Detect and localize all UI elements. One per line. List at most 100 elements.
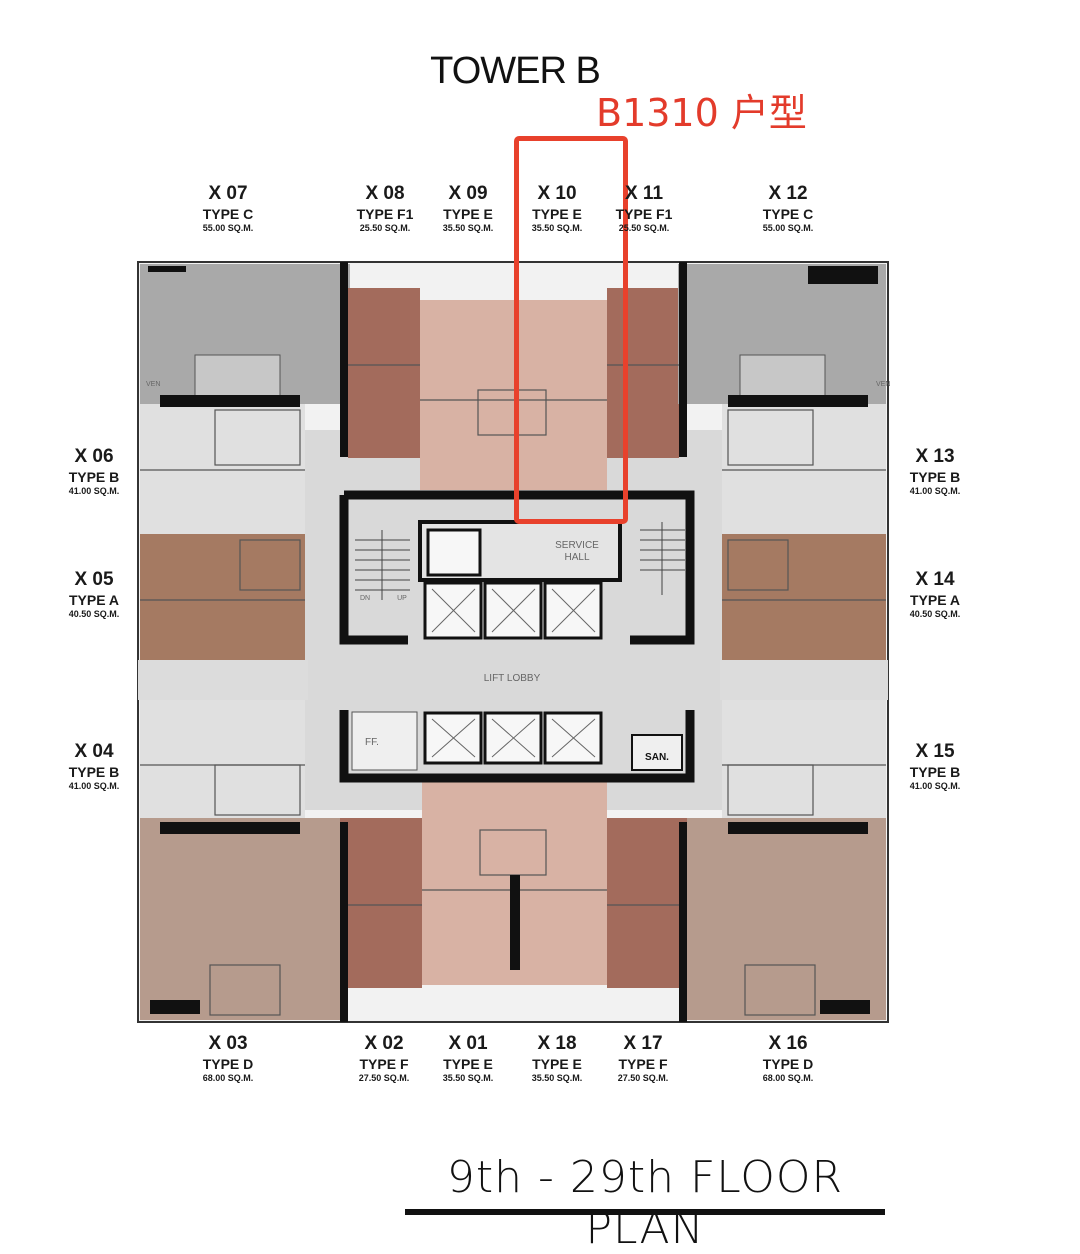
unit-area: 41.00 SQ.M. <box>909 485 961 496</box>
unit-label-x16: X 16 TYPE D 68.00 SQ.M. <box>728 1034 848 1083</box>
unit-x16[interactable] <box>687 818 886 1020</box>
stair-up-label-left: UP <box>397 595 407 602</box>
unit-area: 55.00 SQ.M. <box>202 222 254 233</box>
unit-label-x12: X 12 TYPE C 55.00 SQ.M. <box>728 184 848 233</box>
unit-x03[interactable] <box>140 818 340 1020</box>
unit-label-x11: X 11 TYPE F1 25.50 SQ.M. <box>584 184 704 233</box>
unit-area: 68.00 SQ.M. <box>762 1072 814 1083</box>
san-label: SAN. <box>645 752 669 763</box>
unit-area: 25.50 SQ.M. <box>618 222 670 233</box>
unit-code: X 16 <box>768 1033 808 1054</box>
highlight-box-x10 <box>514 136 628 524</box>
ven-label-left: VEN <box>146 381 160 388</box>
unit-type: TYPE D <box>762 1055 814 1072</box>
unit-code: X 02 <box>364 1033 404 1054</box>
unit-label-x04: X 04 TYPE B 41.00 SQ.M. <box>34 742 154 791</box>
unit-type: TYPE B <box>909 468 961 485</box>
unit-type: TYPE E <box>443 205 493 222</box>
unit-code: X 17 <box>623 1033 663 1054</box>
unit-x14[interactable] <box>722 534 886 660</box>
unit-code: X 15 <box>915 741 955 762</box>
unit-label-x01: X 01 TYPE E 35.50 SQ.M. <box>408 1034 528 1083</box>
unit-code: X 08 <box>365 183 405 204</box>
unit-x02[interactable] <box>340 818 422 988</box>
unit-type: TYPE F <box>618 1055 668 1072</box>
unit-area: 41.00 SQ.M. <box>68 780 120 791</box>
unit-code: X 07 <box>208 183 248 204</box>
structural-walls <box>148 262 878 1022</box>
unit-area: 68.00 SQ.M. <box>202 1072 254 1083</box>
unit-area: 35.50 SQ.M. <box>442 222 494 233</box>
unit-type: TYPE F1 <box>356 205 414 222</box>
unit-type: TYPE E <box>532 205 582 222</box>
unit-label-x02: X 02 TYPE F 27.50 SQ.M. <box>324 1034 444 1083</box>
san-room <box>631 734 683 771</box>
unit-x07-wet <box>194 354 281 401</box>
unit-type: TYPE A <box>909 591 961 608</box>
unit-x06[interactable] <box>140 404 305 534</box>
unit-type: TYPE B <box>68 763 120 780</box>
unit-type: TYPE E <box>443 1055 493 1072</box>
unit-code: X 01 <box>448 1033 488 1054</box>
corridor-left <box>138 660 308 700</box>
unit-area: 40.50 SQ.M. <box>68 608 120 619</box>
unit-label-x13: X 13 TYPE B 41.00 SQ.M. <box>875 447 995 496</box>
unit-label-x10: X 10 TYPE E 35.50 SQ.M. <box>497 184 617 233</box>
unit-type: TYPE B <box>909 763 961 780</box>
unit-code: X 18 <box>537 1033 577 1054</box>
unit-type: TYPE A <box>68 591 120 608</box>
corridor-right <box>720 660 888 700</box>
ven-label-right: VEN <box>876 381 890 388</box>
unit-x05[interactable] <box>140 534 305 660</box>
unit-code: X 12 <box>768 183 808 204</box>
unit-type: TYPE C <box>202 205 254 222</box>
unit-area: 35.50 SQ.M. <box>442 1072 494 1083</box>
unit-type: TYPE C <box>762 205 814 222</box>
unit-label-x08: X 08 TYPE F1 25.50 SQ.M. <box>325 184 445 233</box>
unit-x12-wet <box>739 354 826 401</box>
unit-x08[interactable] <box>348 288 420 458</box>
unit-label-x03: X 03 TYPE D 68.00 SQ.M. <box>168 1034 288 1083</box>
unit-type: TYPE F1 <box>615 205 673 222</box>
unit-x11[interactable] <box>607 288 679 458</box>
unit-label-x05: X 05 TYPE A 40.50 SQ.M. <box>34 570 154 619</box>
unit-label-x14: X 14 TYPE A 40.50 SQ.M. <box>875 570 995 619</box>
ff-label: FF. <box>365 737 379 748</box>
unit-area: 27.50 SQ.M. <box>358 1072 410 1083</box>
tower-title: TOWER B <box>430 50 601 92</box>
unit-area: 35.50 SQ.M. <box>531 222 583 233</box>
unit-label-x07: X 07 TYPE C 55.00 SQ.M. <box>168 184 288 233</box>
unit-code: X 06 <box>74 446 114 467</box>
unit-label-x15: X 15 TYPE B 41.00 SQ.M. <box>875 742 995 791</box>
unit-label-x17: X 17 TYPE F 27.50 SQ.M. <box>583 1034 703 1083</box>
unit-area: 41.00 SQ.M. <box>909 780 961 791</box>
floor-title-underline <box>405 1209 885 1215</box>
unit-type: TYPE E <box>532 1055 582 1072</box>
unit-label-x06: X 06 TYPE B 41.00 SQ.M. <box>34 447 154 496</box>
lift-lobby-label: LIFT LOBBY <box>484 673 541 684</box>
floor-plan-title: 9th - 29th FLOOR PLAN <box>446 1152 844 1254</box>
unit-code: X 09 <box>448 183 488 204</box>
unit-label-x18: X 18 TYPE E 35.50 SQ.M. <box>497 1034 617 1083</box>
unit-x09[interactable] <box>420 300 515 490</box>
unit-x18[interactable] <box>515 780 607 985</box>
unit-code: X 11 <box>624 183 664 204</box>
unit-code: X 10 <box>537 183 577 204</box>
unit-x01[interactable] <box>422 780 515 985</box>
unit-area: 41.00 SQ.M. <box>68 485 120 496</box>
unit-code: X 03 <box>208 1033 248 1054</box>
unit-x13[interactable] <box>722 404 886 534</box>
unit-x10[interactable] <box>515 300 607 490</box>
unit-area: 25.50 SQ.M. <box>359 222 411 233</box>
stairs-left <box>355 530 410 600</box>
unit-code: X 14 <box>915 569 955 590</box>
unit-x17[interactable] <box>607 818 687 988</box>
partition-lines <box>140 364 886 1016</box>
unit-area: 27.50 SQ.M. <box>617 1072 669 1083</box>
unit-area: 35.50 SQ.M. <box>531 1072 583 1083</box>
unit-annotation: B1310 户型 <box>596 91 807 135</box>
unit-code: X 13 <box>915 446 955 467</box>
unit-area: 40.50 SQ.M. <box>909 608 961 619</box>
